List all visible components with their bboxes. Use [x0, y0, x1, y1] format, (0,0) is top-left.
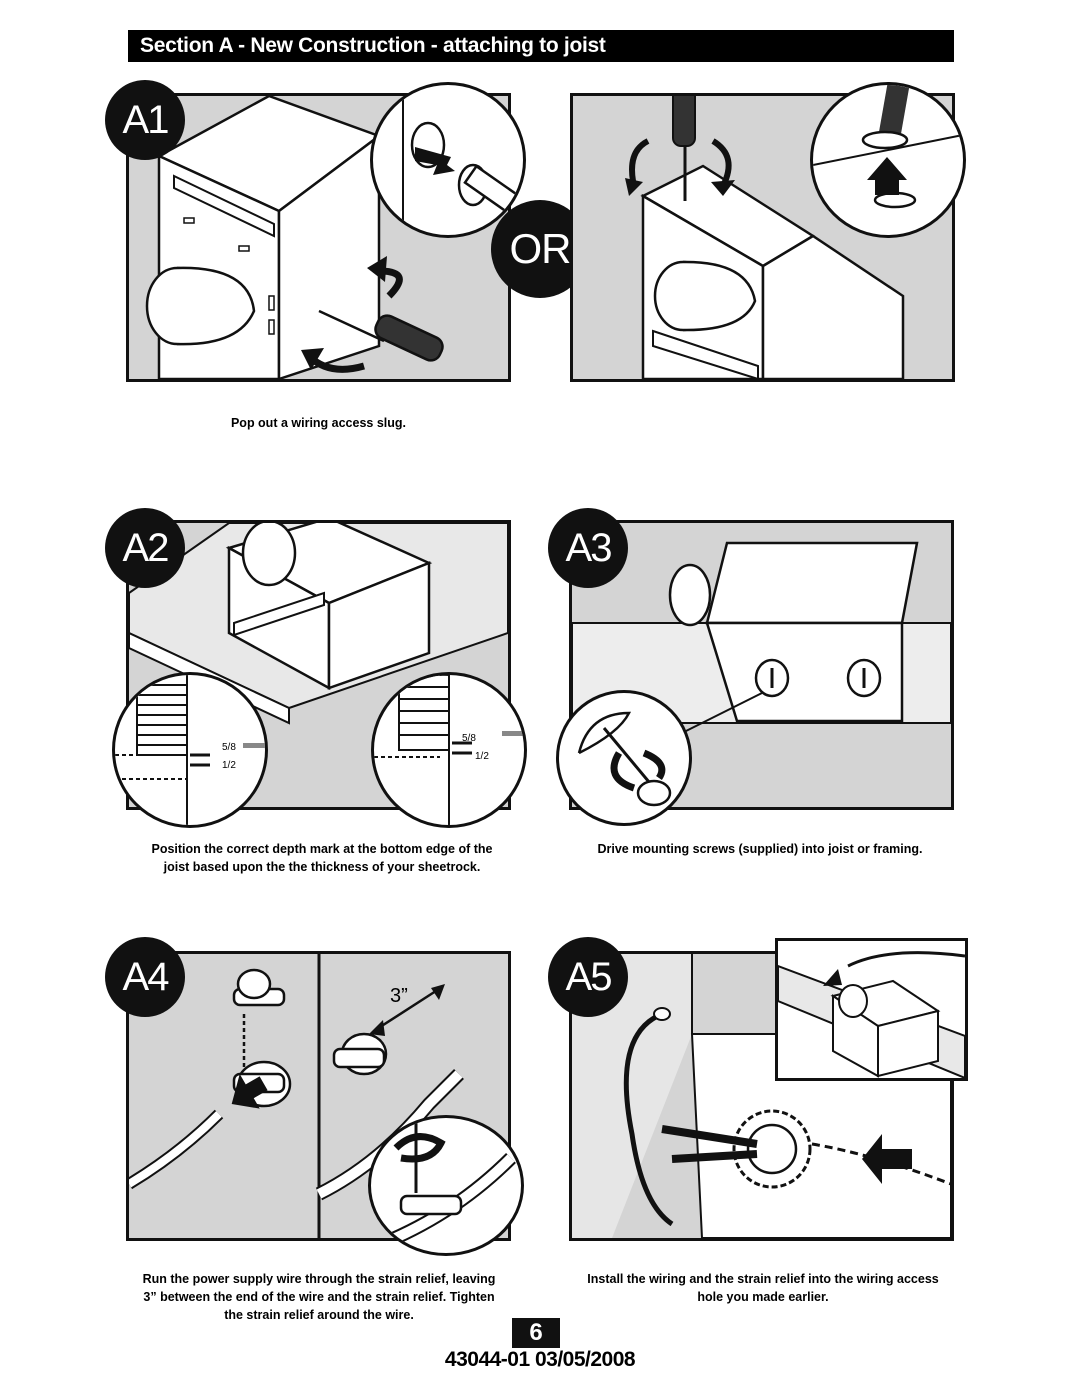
screwdriver-icon	[602, 727, 656, 789]
step-label-a4: A4	[105, 937, 185, 1017]
caption-a4: Run the power supply wire through the st…	[120, 1270, 518, 1324]
a4-dimension-label: 3”	[390, 985, 408, 1007]
document-id: 43044-01 03/05/2008	[444, 1348, 636, 1371]
step-label-a1: A1	[105, 80, 185, 160]
fan-housing-icon	[156, 96, 382, 379]
step-label-a2: A2	[105, 508, 185, 588]
screwdriver-icon	[318, 309, 444, 362]
a2-left-mark-upper: 5/8	[222, 742, 236, 753]
caption-a5-line2: hole you made earlier.	[697, 1290, 829, 1304]
caption-a2-line2: joist based upon the the thickness of yo…	[163, 860, 481, 874]
caption-a5-line1: Install the wiring and the strain relief…	[587, 1272, 939, 1286]
a2-zoom-left	[112, 672, 268, 828]
a5-inset	[775, 938, 968, 1081]
caption-a4-line3: the strain relief around the wire.	[224, 1308, 414, 1322]
caption-a4-line2: 3” between the end of the wire and the s…	[143, 1290, 495, 1304]
push-arrow-icon	[231, 1073, 268, 1109]
section-title: Section A - New Construction - attaching…	[128, 30, 954, 62]
push-arrow-icon	[415, 147, 455, 175]
a1-right-zoom-circle	[810, 82, 966, 238]
a3-zoom-circle	[556, 690, 692, 826]
a2-right-mark-lower: 1/2	[475, 751, 489, 762]
a2-zoom-right	[371, 672, 527, 828]
caption-a1: Pop out a wiring access slug.	[230, 416, 407, 430]
a2-left-mark-lower: 1/2	[222, 760, 236, 771]
step-label-a3: A3	[548, 508, 628, 588]
caption-a4-line1: Run the power supply wire through the st…	[142, 1272, 496, 1286]
rotate-arrow-icon	[393, 1133, 446, 1163]
a1-zoom-circle	[370, 82, 526, 238]
caption-a2: Position the correct depth mark at the b…	[126, 840, 518, 876]
caption-a3: Drive mounting screws (supplied) into jo…	[597, 842, 923, 856]
page-number: 6	[512, 1318, 560, 1348]
caption-a2-line1: Position the correct depth mark at the b…	[151, 842, 493, 856]
a2-right-mark-upper: 5/8	[462, 733, 476, 744]
push-arrow-icon	[867, 157, 907, 195]
a4-zoom-circle	[368, 1115, 524, 1256]
rotate-arrow-icon	[629, 138, 650, 182]
rotate-arrow-icon	[610, 751, 636, 792]
caption-a5: Install the wiring and the strain relief…	[560, 1270, 966, 1306]
step-label-a5: A5	[548, 937, 628, 1017]
push-arrow-icon	[862, 1134, 912, 1184]
